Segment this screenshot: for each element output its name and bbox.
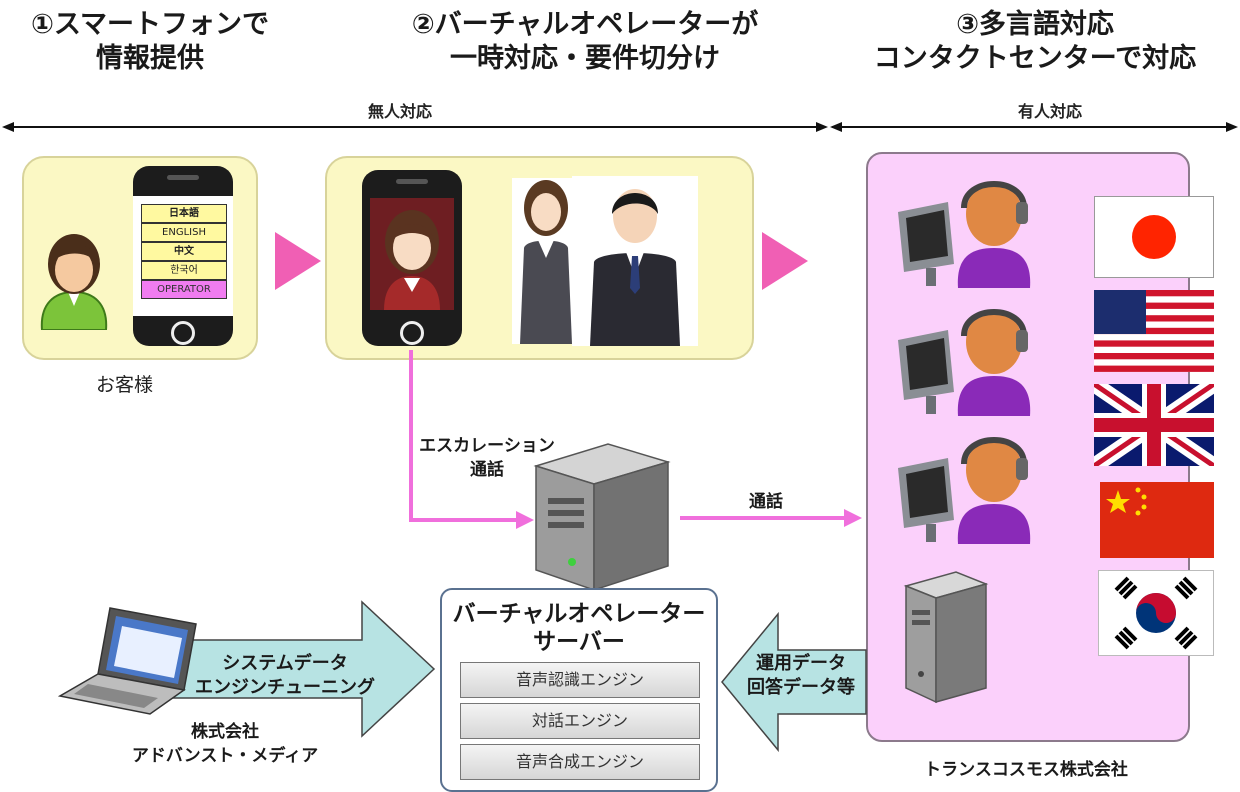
- system-data-arrow: [140, 600, 436, 738]
- usa-flag-icon: [1094, 290, 1214, 372]
- step2-title-line2: 一時対応・要件切分け: [450, 43, 720, 74]
- engine-speech-synthesis: 音声合成エンジン: [460, 744, 700, 780]
- system-data-label: システムデータ エンジンチューニング: [170, 652, 400, 700]
- step1-title: ①スマートフォンで 情報提供: [20, 8, 280, 76]
- advanced-media-label-line1: 株式会社: [191, 722, 259, 742]
- smartphone-home-button-icon: [171, 321, 195, 345]
- server-title-line2: サーバー: [533, 629, 625, 655]
- customer-avatar-icon: [40, 234, 108, 330]
- flow-chevron-icon: [762, 232, 808, 290]
- male-operator-character: [572, 176, 698, 346]
- engine-dialogue: 対話エンジン: [460, 703, 700, 739]
- operation-data-label: 運用データ 回答データ等: [736, 652, 866, 700]
- call-center-agent-icon: [898, 437, 1031, 544]
- step3-title-line1: ③多言語対応: [956, 9, 1114, 40]
- advanced-media-label-line2: アドバンスト・メディア: [131, 746, 319, 766]
- menu-item-operator[interactable]: OPERATOR: [141, 280, 227, 299]
- smartphone-speaker-icon: [167, 175, 199, 180]
- contact-center-server-icon: [903, 571, 989, 704]
- virtual-operator-server-box: バーチャルオペレーター サーバー 音声認識エンジン 対話エンジン 音声合成エンジ…: [440, 588, 718, 792]
- operation-data-arrow: [721, 612, 867, 752]
- korea-flag-icon: [1098, 570, 1214, 656]
- operation-data-label-line2: 回答データ等: [747, 677, 855, 698]
- smartphone-home-button-icon: [400, 321, 424, 345]
- transcosmos-label: トランスコスモス株式会社: [924, 760, 1128, 780]
- flow-chevron-icon: [275, 232, 321, 290]
- server-title: バーチャルオペレーター サーバー: [442, 600, 716, 656]
- uk-flag-icon: [1094, 384, 1214, 466]
- operator-smartphone: [362, 170, 462, 346]
- advanced-media-label: 株式会社 アドバンスト・メディア: [110, 720, 340, 768]
- female-operator-character: [512, 178, 580, 344]
- menu-item-korean[interactable]: 한국어: [141, 261, 227, 280]
- span-arrows: [2, 122, 1238, 132]
- smartphone-screen: 日本語 ENGLISH 中文 한국어 OPERATOR: [133, 196, 233, 316]
- virtual-operator-avatar: [370, 198, 454, 310]
- system-data-label-line1: システムデータ: [222, 653, 348, 674]
- customer-label: お客様: [96, 374, 154, 396]
- call-center-agent-icon: [898, 309, 1031, 416]
- operation-data-label-line1: 運用データ: [756, 653, 846, 674]
- span-label-unmanned: 無人対応: [367, 102, 432, 121]
- span-label-manned: 有人対応: [1017, 102, 1082, 121]
- japan-flag-icon: [1094, 196, 1214, 278]
- system-data-label-line2: エンジンチューニング: [195, 677, 375, 698]
- smartphone-menu: 日本語 ENGLISH 中文 한국어 OPERATOR: [133, 166, 233, 346]
- engine-speech-recognition: 音声認識エンジン: [460, 662, 700, 698]
- call-label: 通話: [749, 492, 783, 512]
- menu-item-english[interactable]: ENGLISH: [141, 223, 227, 242]
- china-flag-icon: [1100, 482, 1214, 558]
- step2-title: ②バーチャルオペレーターが 一時対応・要件切分け: [390, 8, 780, 76]
- escalation-label-line2: 通話: [470, 460, 504, 480]
- escalation-label: エスカレーション 通話: [412, 434, 562, 482]
- step3-title-line2: コンタクトセンターで対応: [873, 43, 1197, 74]
- menu-item-chinese[interactable]: 中文: [141, 242, 227, 261]
- virtual-operator-server-icon: [533, 443, 671, 592]
- call-center-agent-icon: [898, 181, 1031, 288]
- server-title-line1: バーチャルオペレーター: [452, 601, 706, 627]
- step1-title-line2: 情報提供: [96, 43, 204, 74]
- laptop-icon: [58, 607, 197, 715]
- menu-item-japanese[interactable]: 日本語: [141, 204, 227, 223]
- step3-title: ③多言語対応 コンタクトセンターで対応: [860, 8, 1210, 76]
- smartphone-speaker-icon: [396, 179, 428, 184]
- escalation-label-line1: エスカレーション: [419, 436, 555, 456]
- step1-title-line1: ①スマートフォンで: [30, 9, 270, 40]
- step2-title-line1: ②バーチャルオペレーターが: [411, 9, 759, 40]
